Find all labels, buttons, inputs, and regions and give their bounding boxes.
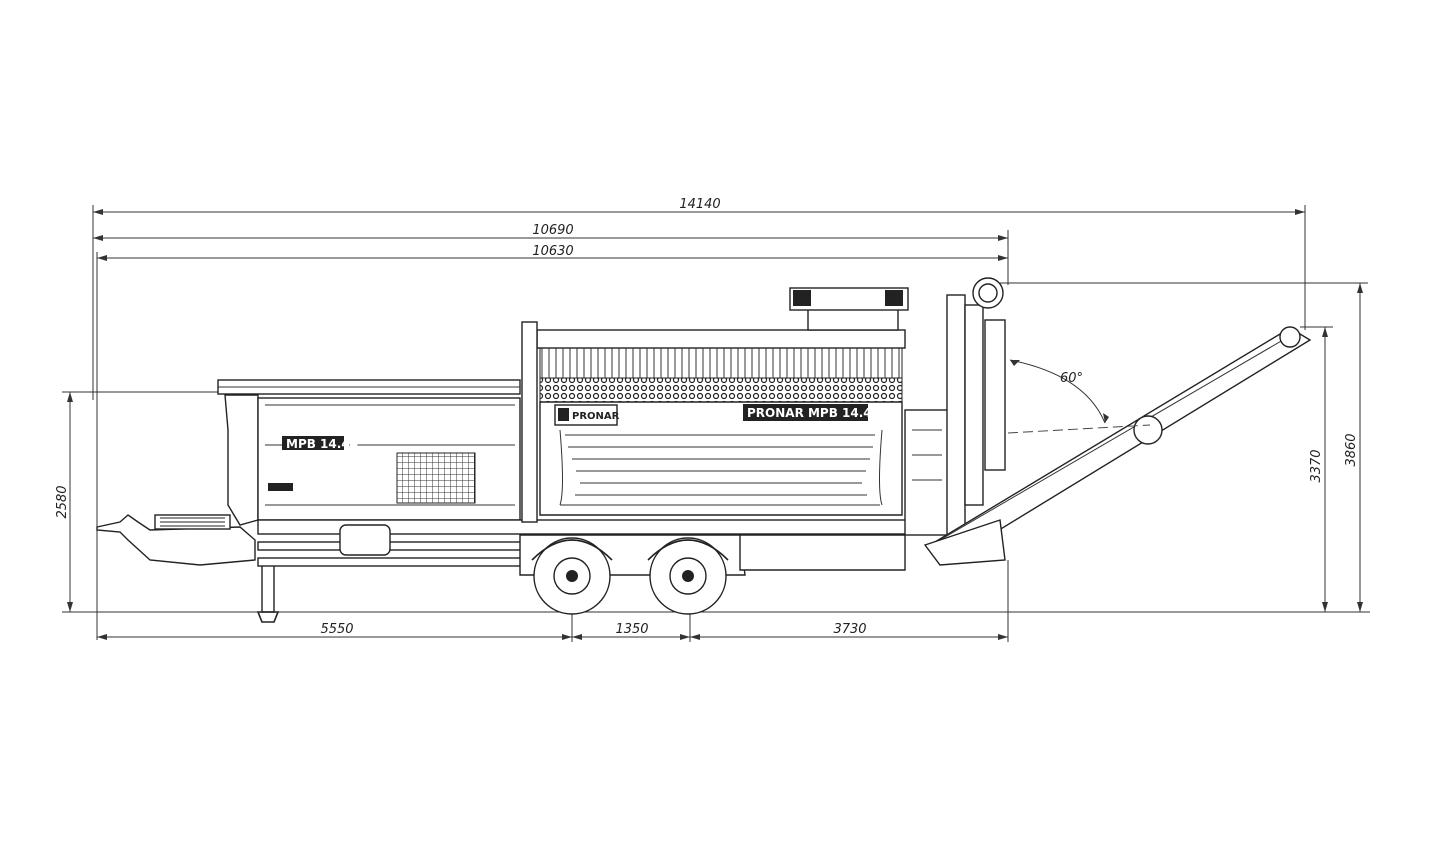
- dim-label-10630: 10630: [532, 244, 573, 259]
- dim-label-2580: 2580: [55, 485, 70, 518]
- dim-label-5550: 5550: [320, 622, 353, 637]
- conveyor-angle-annotation: 60°: [1007, 359, 1151, 434]
- mudguards: [531, 539, 729, 561]
- support-jack: [256, 559, 280, 623]
- front-model-plate: [282, 436, 344, 450]
- drawbar: [96, 514, 256, 566]
- dimension-body-height: 2580: [55, 391, 1370, 613]
- dim-label-3860: 3860: [1344, 433, 1359, 466]
- front-hopper-body: MPB 14.44: [217, 379, 521, 526]
- side-model-plate: [743, 404, 868, 421]
- angle-label: 60°: [1060, 371, 1083, 386]
- side-model-plate-text: PRONAR MPB 14.44: [747, 406, 880, 420]
- wheel-rear: [649, 537, 727, 615]
- dim-label-14140: 14140: [679, 197, 720, 212]
- vent-grille: [396, 452, 476, 504]
- dim-label-3370: 3370: [1309, 449, 1324, 482]
- dimension-body-length: 10630: [96, 244, 1008, 640]
- dim-label-10690: 10690: [532, 223, 573, 238]
- rear-tower: [904, 277, 1006, 546]
- brand-logo-icon: [558, 408, 569, 421]
- dim-label-3730: 3730: [833, 622, 866, 637]
- trommel-screen-housing: PRONAR PRONAR MPB 14.44: [521, 321, 906, 523]
- dim-label-1350: 1350: [615, 622, 648, 637]
- wheel-front: [533, 537, 611, 615]
- discharge-conveyor: [923, 326, 1312, 566]
- dimension-conveyor-height: 3370: [1300, 326, 1333, 612]
- front-model-plate-text: MPB 14.44: [286, 437, 358, 451]
- top-drive-unit: [789, 287, 909, 331]
- brand-logo-text: PRONAR: [572, 411, 620, 422]
- dimension-total-height: 3860: [1000, 282, 1368, 612]
